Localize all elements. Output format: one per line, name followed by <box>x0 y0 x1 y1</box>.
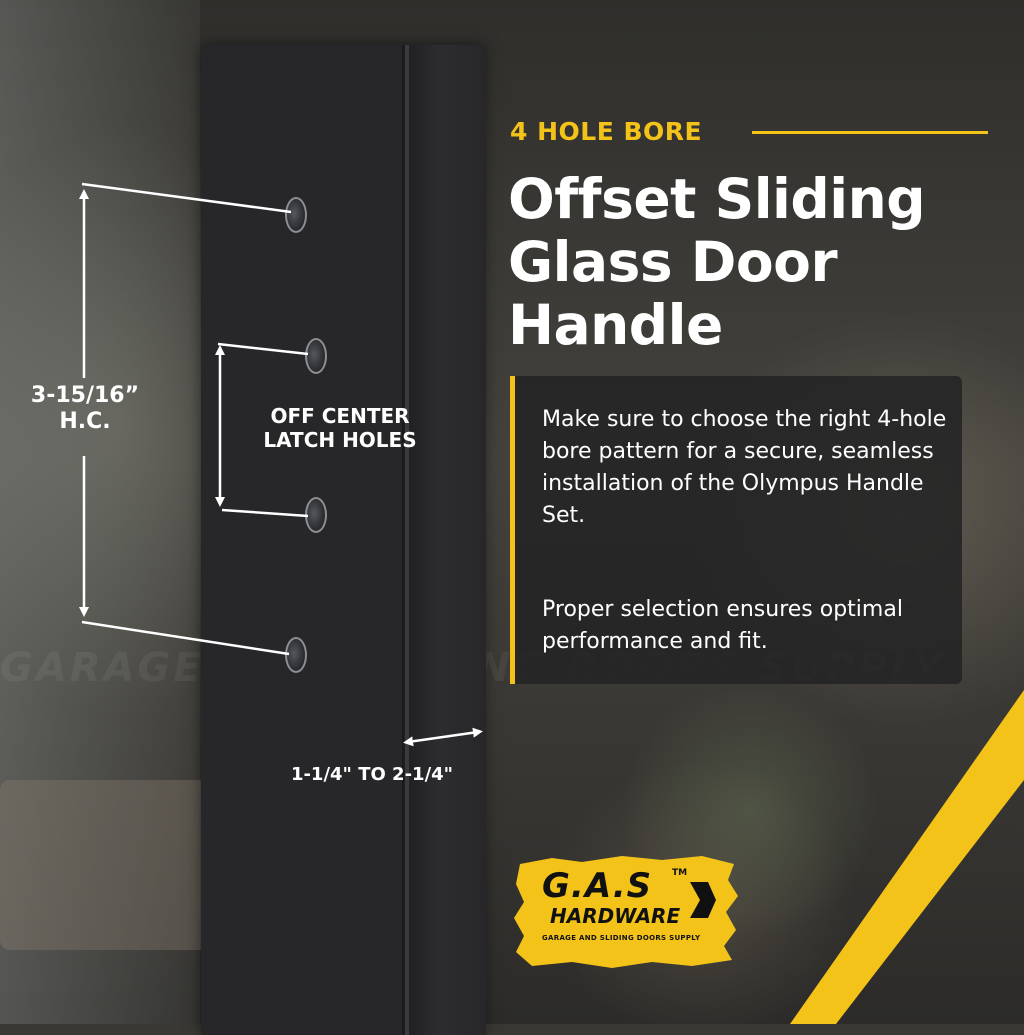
hole-center-label: 3-15/16” H.C. <box>10 383 160 435</box>
hole-center-value: 3-15/16” <box>30 383 140 408</box>
product-title: Offset Sliding Glass Door Handle <box>508 168 1008 357</box>
door-width-label: 1-1/4" TO 2-1/4" <box>290 764 454 785</box>
door-edge-highlight <box>405 45 409 1035</box>
info-paragraph-1: Make sure to choose the right 4-hole bor… <box>542 407 947 528</box>
width-arrow <box>403 727 483 747</box>
info-panel: Make sure to choose the right 4-hole bor… <box>510 376 962 684</box>
latch-label-line2: LATCH HOLES <box>263 427 417 452</box>
hole-center-unit: H.C. <box>59 408 111 434</box>
latch-holes-label: OFF CENTER LATCH HOLES <box>240 404 440 452</box>
logo-name: G.A.S <box>542 866 653 906</box>
leader-line-hole-2 <box>217 342 309 356</box>
leader-line-hole-1 <box>81 182 292 214</box>
logo-hardware: HARDWARE <box>550 904 681 928</box>
eyebrow-heading: 4 HOLE BORE <box>510 117 703 146</box>
door-stile-edge <box>402 45 486 1035</box>
title-line-3: Handle <box>508 293 723 357</box>
eyebrow-underline <box>752 131 988 134</box>
bore-hole-1 <box>285 197 307 233</box>
logo-paint-splash <box>514 856 738 968</box>
leader-line-hole-4 <box>81 620 290 656</box>
bore-hole-4 <box>285 637 307 673</box>
leader-line-hole-3 <box>221 508 309 518</box>
logo-tagline: GARAGE AND SLIDING DOORS SUPPLY <box>542 934 701 942</box>
title-line-1: Offset Sliding <box>508 167 926 231</box>
info-panel-accent-bar <box>510 376 515 684</box>
logo-trademark: TM <box>672 868 688 878</box>
background-window <box>0 0 200 1024</box>
latch-label-line1: OFF CENTER <box>270 404 410 428</box>
gas-hardware-logo: G.A.S TM HARDWARE GARAGE AND SLIDING DOO… <box>512 852 740 972</box>
title-line-2: Glass Door <box>508 230 838 294</box>
info-paragraph-2: Proper selection ensures optimal perform… <box>542 597 903 654</box>
bore-hole-2 <box>305 338 327 374</box>
background-sofa <box>0 780 210 950</box>
